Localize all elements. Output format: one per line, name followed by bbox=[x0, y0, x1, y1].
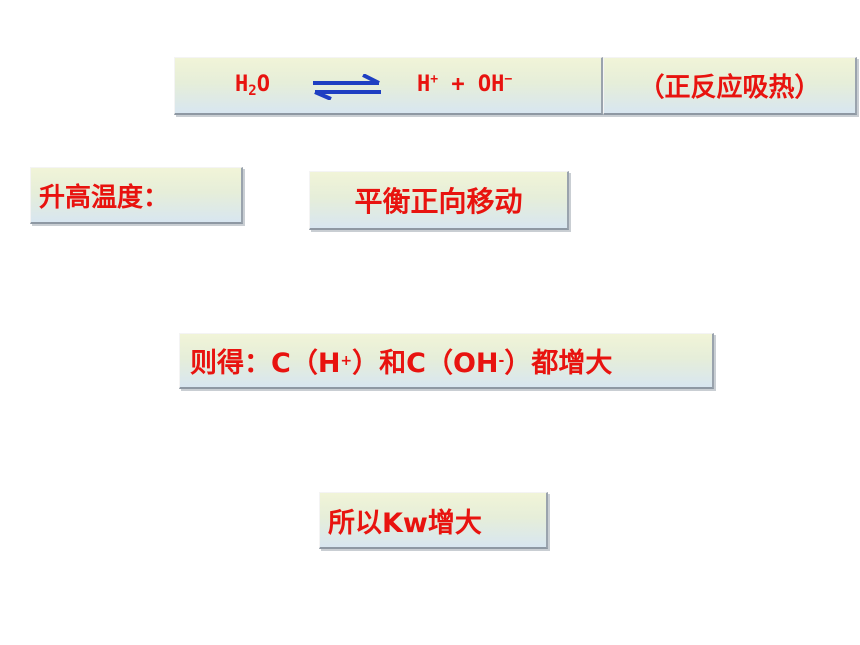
endothermic-note: （正反应吸热） bbox=[638, 73, 821, 103]
reactant-subscript: 2 bbox=[248, 83, 257, 99]
kw-conclusion-label: 所以Kw增大 bbox=[328, 507, 482, 539]
reactant-o: O bbox=[256, 72, 270, 97]
reactant-water: H2O bbox=[235, 72, 270, 99]
raise-temperature-box: 升高温度： bbox=[30, 167, 243, 224]
equation-box: H2O H+ + OH− bbox=[174, 57, 603, 115]
raise-temperature-label: 升高温度： bbox=[39, 182, 170, 213]
concentration-middle: ）和C（OH bbox=[352, 348, 499, 379]
concentration-prefix: 则得：C（H bbox=[190, 348, 341, 379]
products: H+ + OH− bbox=[417, 72, 512, 97]
h-charge: + bbox=[340, 352, 353, 369]
equilibrium-shift-label: 平衡正向移动 bbox=[354, 185, 523, 218]
kw-conclusion-box: 所以Kw增大 bbox=[319, 492, 548, 549]
product-h-charge: + bbox=[430, 72, 439, 87]
reactant-h: H bbox=[235, 72, 249, 97]
oh-charge: - bbox=[498, 352, 505, 369]
product-h: H bbox=[417, 72, 431, 97]
product-oh: OH bbox=[477, 72, 505, 97]
reversible-arrow-icon bbox=[313, 74, 381, 100]
plus-sign: + bbox=[438, 72, 478, 97]
product-oh-charge: − bbox=[504, 72, 513, 87]
endothermic-note-box: （正反应吸热） bbox=[603, 57, 857, 115]
equilibrium-shift-box: 平衡正向移动 bbox=[309, 171, 569, 230]
concentration-box: 则得：C（H+）和C（OH-）都增大 bbox=[179, 333, 714, 389]
concentration-suffix: ）都增大 bbox=[504, 348, 613, 379]
